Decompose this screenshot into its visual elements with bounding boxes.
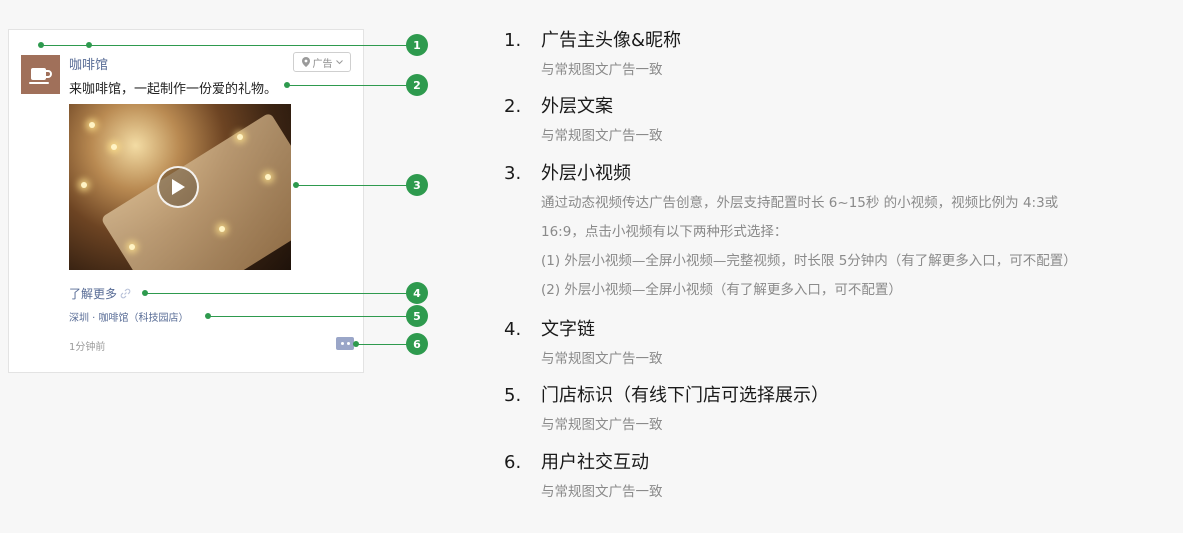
feature-item-1: 1. 广告主头像&昵称 与常规图文广告一致	[504, 26, 681, 85]
callout-badge-4: 4	[406, 282, 428, 304]
feature-desc: 与常规图文广告一致	[541, 351, 663, 367]
string-light	[89, 122, 95, 128]
link-icon	[120, 288, 131, 299]
feature-title: 用户社交互动	[541, 452, 649, 473]
callout-badge-1: 1	[406, 34, 428, 56]
callout-line-3	[296, 185, 417, 186]
feature-number: 2.	[504, 96, 522, 117]
ad-badge[interactable]: 广告	[293, 52, 351, 72]
feature-item-3: 3. 外层小视频 通过动态视频传达广告创意，外层支持配置时长 6~15秒 的小视频…	[504, 159, 1077, 305]
feature-number: 6.	[504, 452, 522, 473]
callout-badge-6: 6	[406, 333, 428, 355]
feature-title: 外层文案	[541, 96, 613, 117]
callout-badge-2: 2	[406, 74, 428, 96]
feature-number: 4.	[504, 319, 522, 340]
string-light	[129, 244, 135, 250]
feature-number: 5.	[504, 385, 522, 406]
chevron-down-icon	[335, 59, 343, 64]
string-light	[81, 182, 87, 188]
comment-icon[interactable]	[336, 337, 354, 350]
post-time: 1分钟前	[69, 342, 106, 353]
learn-more-label: 了解更多	[69, 287, 118, 301]
feature-desc: (2) 外层小视频—全屏小视频（有了解更多入口，可不配置）	[541, 282, 902, 298]
feature-item-6: 6. 用户社交互动 与常规图文广告一致	[504, 448, 663, 507]
string-light	[237, 134, 243, 140]
string-light	[265, 174, 271, 180]
feature-item-4: 4. 文字链 与常规图文广告一致	[504, 315, 663, 374]
callout-badge-5: 5	[406, 305, 428, 327]
learn-more-link[interactable]: 了解更多	[69, 285, 131, 302]
string-light	[111, 144, 117, 150]
feature-title: 文字链	[541, 319, 595, 340]
advertiser-nickname[interactable]: 咖啡馆	[69, 58, 109, 73]
callout-line-1	[41, 45, 417, 46]
coffee-cup-icon	[28, 67, 52, 84]
feature-desc: (1) 外层小视频—全屏小视频—完整视频，时长限 5分钟内（有了解更多入口，可不…	[541, 253, 1077, 269]
feature-desc: 与常规图文广告一致	[541, 62, 663, 78]
ad-caption: 来咖啡馆，一起制作一份爱的礼物。	[69, 82, 278, 97]
ad-card-preview: 咖啡馆 广告 来咖啡馆，一起制作一份爱的礼物。 了解更多 深圳 · 咖啡馆（科技…	[8, 29, 364, 373]
feature-title: 外层小视频	[541, 163, 631, 184]
advertiser-avatar[interactable]	[21, 55, 60, 94]
store-tag[interactable]: 深圳 · 咖啡馆（科技园店）	[69, 313, 189, 324]
feature-desc: 与常规图文广告一致	[541, 128, 663, 144]
feature-title: 门店标识（有线下门店可选择展示）	[541, 385, 829, 406]
feature-number: 1.	[504, 30, 522, 51]
ad-badge-label: 广告	[312, 58, 333, 70]
feature-desc: 与常规图文广告一致	[541, 417, 663, 433]
feature-desc: 16:9，点击小视频有以下两种形式选择：	[541, 224, 788, 240]
feature-number: 3.	[504, 163, 522, 184]
feature-item-2: 2. 外层文案 与常规图文广告一致	[504, 92, 663, 151]
callout-line-5	[208, 316, 417, 317]
callout-line-2	[287, 85, 417, 86]
feature-desc: 与常规图文广告一致	[541, 484, 663, 500]
ad-video[interactable]	[69, 104, 291, 270]
feature-title: 广告主头像&昵称	[541, 30, 682, 51]
play-icon[interactable]	[157, 166, 199, 208]
feature-item-5: 5. 门店标识（有线下门店可选择展示） 与常规图文广告一致	[504, 381, 829, 440]
feature-desc: 通过动态视频传达广告创意，外层支持配置时长 6~15秒 的小视频，视频比例为 4…	[541, 195, 1059, 211]
callout-line-6	[356, 344, 417, 345]
string-light	[219, 226, 225, 232]
callout-line-4	[145, 293, 417, 294]
location-pin-icon	[301, 57, 310, 67]
callout-badge-3: 3	[406, 174, 428, 196]
